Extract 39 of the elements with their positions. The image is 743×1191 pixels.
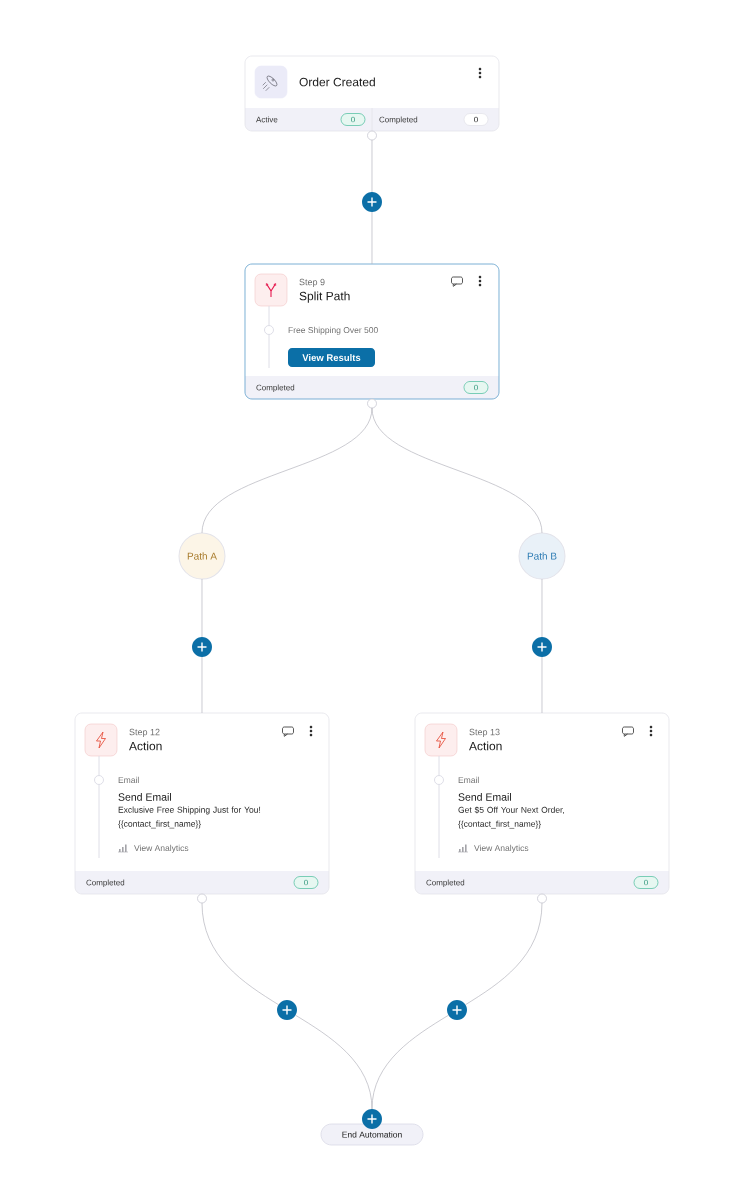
connector-line	[201, 407, 373, 534]
card-title: Action	[469, 741, 502, 751]
connector-line	[371, 407, 543, 534]
step-label: Step 9	[299, 278, 325, 287]
card-title: Split Path	[299, 291, 350, 303]
count-badge: 0	[340, 113, 366, 126]
count-badge: 0	[633, 876, 659, 889]
status-label: Completed	[86, 879, 125, 887]
add-button	[277, 1000, 297, 1020]
add-button	[362, 192, 382, 212]
count-badge: 0	[463, 381, 489, 394]
connector-line	[201, 902, 279, 1006]
email-subject: Get $5 Off Your Next Order, {{contact_first_name}}	[458, 806, 564, 829]
condition-text: Free Shipping Over 500	[288, 326, 378, 335]
status-label: Completed	[256, 384, 295, 392]
count-badge: 0	[293, 876, 319, 889]
connector-line	[371, 1014, 449, 1110]
add-button	[192, 637, 212, 657]
add-button	[532, 637, 552, 657]
card-title: Action	[129, 741, 162, 751]
channel-label: Email	[458, 776, 479, 784]
analytics-link: View Analytics	[134, 844, 189, 853]
status-label: Completed	[379, 116, 418, 124]
status-label: Completed	[426, 879, 465, 887]
add-button	[447, 1000, 467, 1020]
analytics-link: View Analytics	[474, 844, 529, 853]
action-title: Send Email	[458, 793, 511, 801]
channel-label: Email	[118, 776, 139, 784]
add-button	[362, 1109, 382, 1129]
step-label: Step 13	[469, 728, 500, 737]
count-badge: 0	[463, 113, 489, 126]
email-subject: Exclusive Free Shipping Just for You! {{contact_first_name}}	[118, 806, 261, 829]
connector-line	[465, 902, 543, 1006]
button: View Results	[288, 348, 375, 367]
status-label: Active	[256, 116, 278, 123]
action-title: Send Email	[118, 793, 171, 801]
card-title: Order Created	[299, 77, 375, 87]
step-label: Step 12	[129, 728, 160, 737]
end-pill: End Automation	[320, 1123, 424, 1146]
